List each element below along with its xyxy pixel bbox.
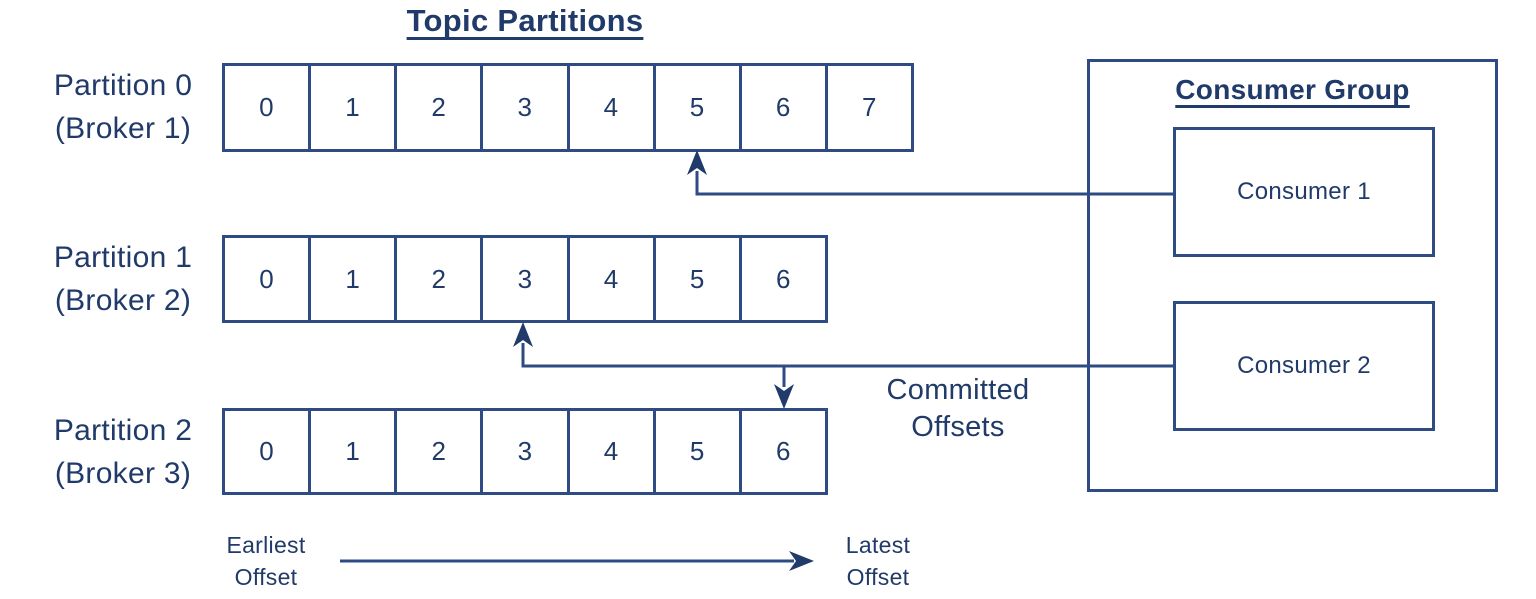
partition-broker: (Broker 3) — [54, 457, 192, 490]
latest-offset-label: Latest Offset — [845, 532, 911, 590]
consumer-1-box: Consumer 1 — [1173, 127, 1435, 257]
consumer-group-title: Consumer Group — [1175, 74, 1410, 105]
partition-1-label: Partition 1 (Broker 2) — [23, 236, 223, 322]
earliest-offset-label: Earliest Offset — [226, 532, 306, 590]
offset-cell: 1 — [311, 238, 398, 320]
arrowhead-partition1-offset3 — [513, 322, 533, 347]
consumer-2-box: Consumer 2 — [1173, 301, 1435, 431]
offset-cell: 1 — [311, 411, 398, 492]
partition-0-label: Partition 0 (Broker 1) — [23, 64, 223, 150]
partition-broker: (Broker 2) — [54, 284, 192, 317]
offset-cell: 6 — [776, 436, 791, 466]
offset-cell: 5 — [656, 66, 742, 149]
offset-cell: 2 — [397, 411, 484, 492]
offset-cell: 1 — [311, 66, 398, 149]
diagram-title: Topic Partitions — [406, 3, 644, 38]
committed-offsets-label: Committed Offsets — [886, 374, 1030, 443]
offset-cell: 0 — [225, 66, 312, 149]
consumer2-committed-offset-line — [521, 343, 1173, 368]
offset-cell: 3 — [483, 411, 570, 492]
consumer-1-label: Consumer 1 — [1237, 178, 1371, 205]
partition-name: Partition 1 — [53, 241, 193, 274]
offset-cell: 2 — [397, 238, 484, 320]
offset-cell: 0 — [225, 411, 312, 492]
partition-name: Partition 2 — [53, 414, 193, 447]
offset-cell: 0 — [225, 238, 312, 320]
offset-cell: 6 — [776, 263, 791, 294]
offset-cell: 2 — [397, 66, 484, 149]
partition-name: Partition 0 — [53, 69, 193, 102]
offset-cell: 6 — [742, 66, 828, 149]
offset-cell: 4 — [570, 66, 656, 149]
offset-cell: 5 — [656, 411, 742, 492]
arrowhead-partition0-offset5 — [687, 150, 707, 175]
offset-cell: 4 — [570, 411, 656, 492]
offset-cell: 3 — [483, 238, 570, 320]
offset-cell: 7 — [862, 92, 877, 122]
offset-cell: 5 — [656, 238, 742, 320]
offset-cell: 3 — [483, 66, 570, 149]
consumer-group-box: Consumer Group Consumer 1 Consumer 2 — [1087, 59, 1498, 492]
partition-broker: (Broker 1) — [54, 112, 192, 145]
consumer-2-label: Consumer 2 — [1237, 352, 1371, 379]
partition-2-label: Partition 2 (Broker 3) — [23, 409, 223, 495]
offset-cell: 4 — [570, 238, 656, 320]
arrowhead-partition2-offset6 — [774, 384, 794, 409]
